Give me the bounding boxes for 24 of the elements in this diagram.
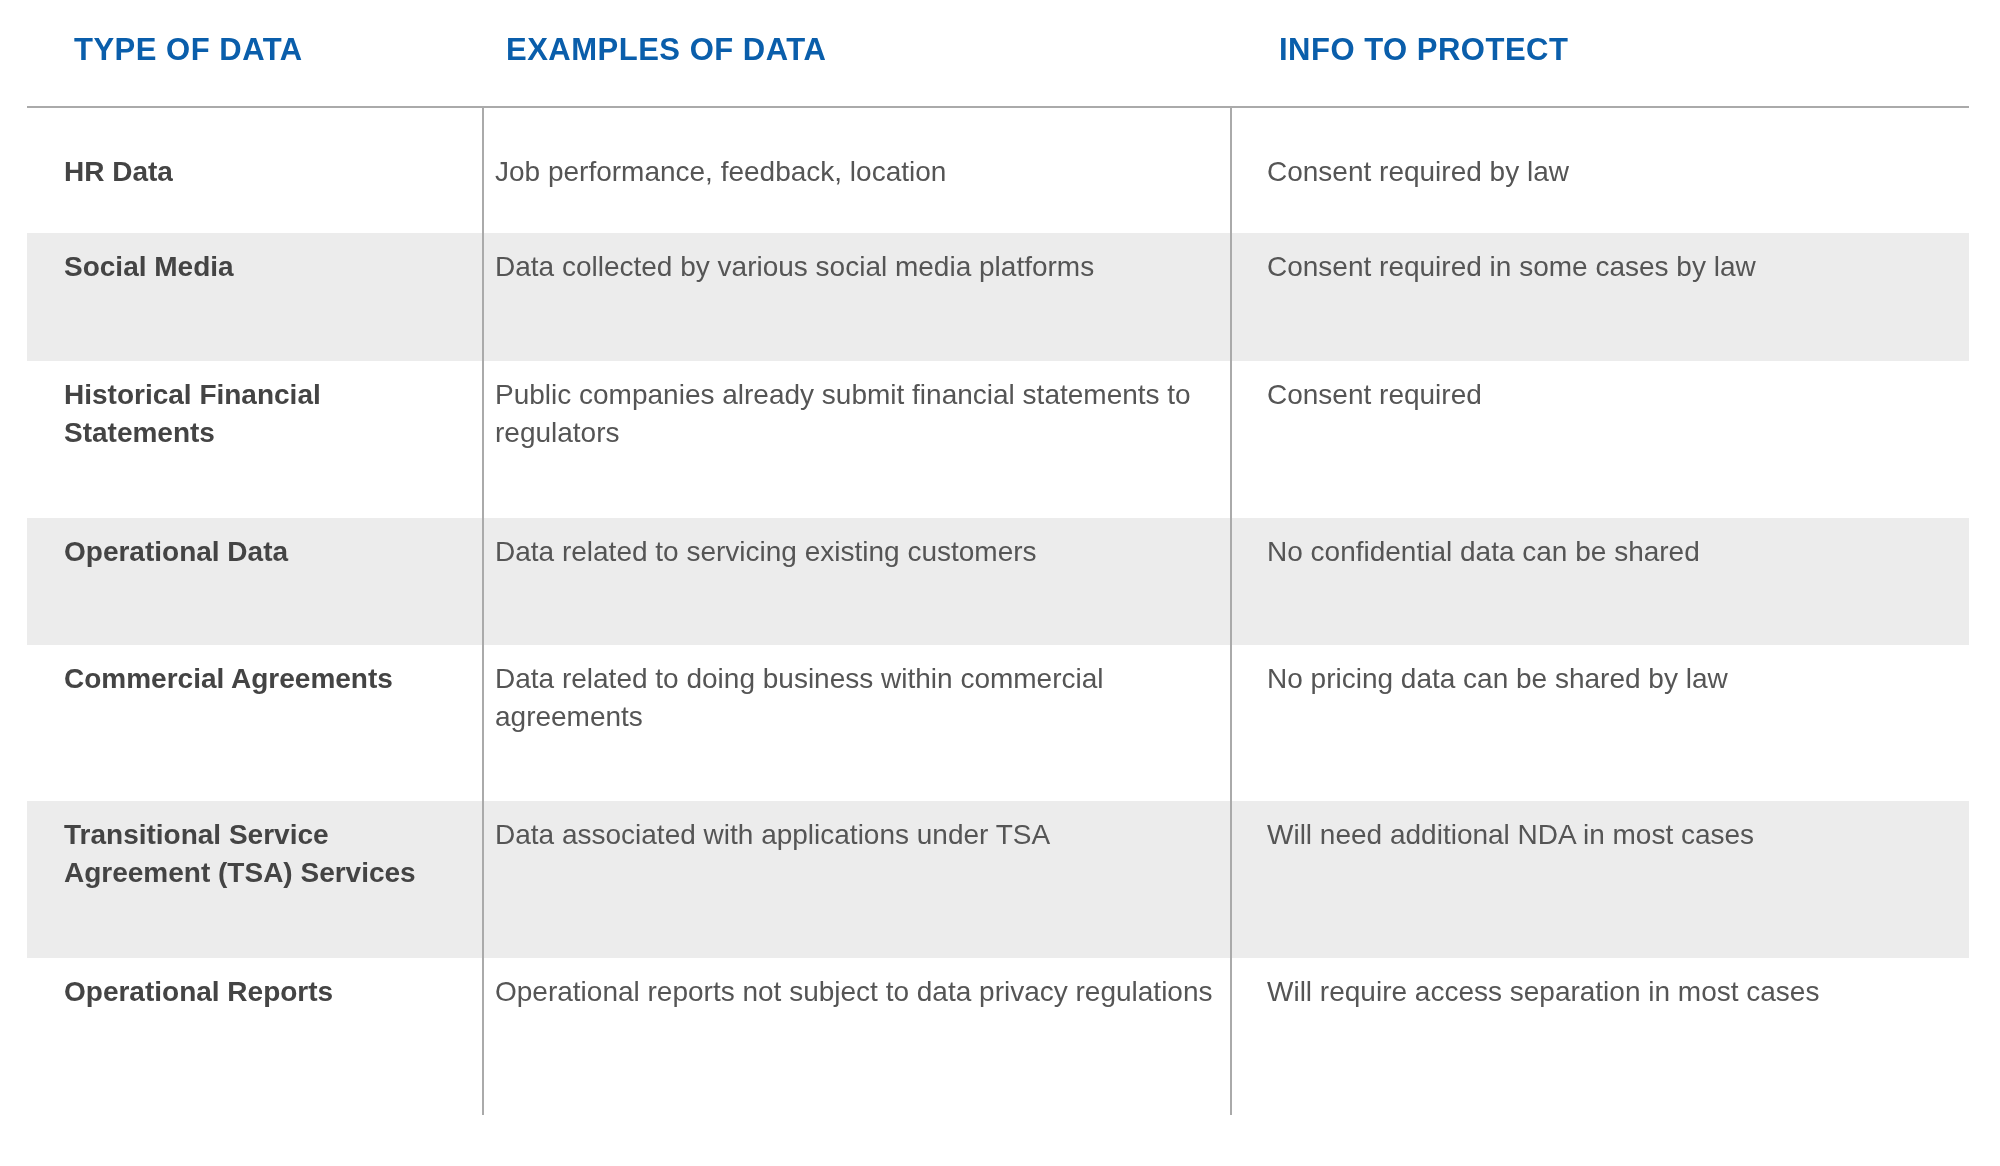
- row-header: Transitional Service Agreement (TSA) Services: [64, 818, 417, 890]
- table-cell-text: Operational reports not subject to data privacy regulations: [495, 975, 1213, 1009]
- table-cell-text: Consent required by law: [1267, 155, 1569, 189]
- row-header: Operational Data: [64, 535, 289, 569]
- table-cell-text: Data related to servicing existing customers: [495, 535, 1037, 569]
- column-header: EXAMPLES OF DATA: [506, 32, 827, 68]
- table-cell-text: Consent required in some cases by law: [1267, 250, 1756, 284]
- row-header: Historical Financial Statements: [64, 378, 322, 450]
- table-cell-text: No pricing data can be shared by law: [1267, 662, 1728, 696]
- table-cell-text: Public companies already submit financial statements to regulators: [495, 378, 1192, 450]
- table-cell-text: Consent required: [1267, 378, 1482, 412]
- table-cell-text: Will require access separation in most cases: [1267, 975, 1820, 1009]
- table-cell-text: Data collected by various social media platforms: [495, 250, 1095, 284]
- row-header: HR Data: [64, 155, 173, 189]
- table-cell-text: Data associated with applications under TSA: [495, 818, 1051, 852]
- row-header: Social Media: [64, 250, 234, 284]
- row-header: Commercial Agreements: [64, 662, 393, 696]
- column-header: TYPE OF DATA: [74, 32, 303, 68]
- row-header: Operational Reports: [64, 975, 334, 1009]
- column-header: INFO TO PROTECT: [1279, 32, 1569, 68]
- table-cell-text: Data related to doing business within commercial agreements: [495, 662, 1105, 734]
- table-cell-text: No confidential data can be shared: [1267, 535, 1700, 569]
- table-cell-text: Will need additional NDA in most cases: [1267, 818, 1755, 852]
- table-cell-text: Job performance, feedback, location: [495, 155, 947, 189]
